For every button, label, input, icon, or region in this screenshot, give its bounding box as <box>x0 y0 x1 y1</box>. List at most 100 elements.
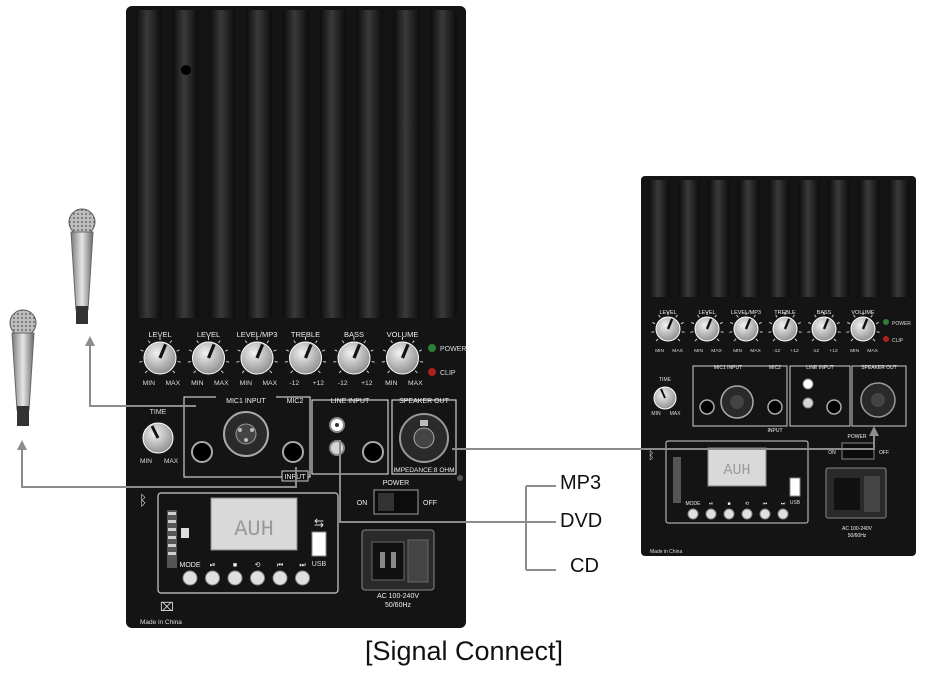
clip-led-label-small: CLIP <box>892 338 904 344</box>
line-input-jack[interactable] <box>362 441 384 463</box>
speaker-out-label-small: SPEAKER OUT <box>861 365 897 371</box>
player-button[interactable] <box>705 508 717 520</box>
player-button-label: ■ <box>727 501 730 507</box>
speaker-out-label: SPEAKER OUT <box>399 398 450 405</box>
cable-mic2 <box>21 446 297 488</box>
knob[interactable] <box>333 337 375 375</box>
player-buttons: MODE⏯■⟲⏮⏭ <box>180 562 310 586</box>
player-button[interactable] <box>205 570 220 586</box>
quarter-inch-jack-mic1[interactable] <box>191 441 213 463</box>
off-label-small: OFF <box>879 450 889 456</box>
heatsink-fin <box>648 180 670 297</box>
mic2-label-small: MIC2 <box>769 365 781 371</box>
knob[interactable] <box>846 312 880 342</box>
arrow-head <box>85 336 95 346</box>
usb-port[interactable] <box>311 531 327 557</box>
knob-scale-max: MAX <box>408 380 423 387</box>
knob-scale-max: +12 <box>790 348 799 354</box>
player-button-label: ⏮ <box>277 562 283 569</box>
quarter-inch-jack-mic2[interactable] <box>282 441 304 463</box>
clip-led-small <box>883 336 889 342</box>
player-button[interactable] <box>687 508 699 520</box>
usb-label: USB <box>312 561 327 568</box>
heatsink-fin <box>678 180 700 297</box>
heatsink-fin <box>888 180 910 297</box>
knob-label: TREBLE <box>774 310 796 316</box>
source-dvd: DVD <box>560 510 603 532</box>
player-button[interactable] <box>295 570 310 586</box>
knob-label: LEVEL <box>659 310 676 316</box>
knob-scale-min: MIN <box>850 348 859 354</box>
knob[interactable] <box>729 312 763 342</box>
player-button-label: ⏭ <box>299 562 306 569</box>
player-button[interactable] <box>227 570 243 586</box>
heatsink-fin <box>209 10 236 318</box>
player-button[interactable] <box>759 508 771 520</box>
media-player-module <box>157 492 339 594</box>
knob[interactable] <box>768 312 802 342</box>
knob[interactable] <box>187 337 230 375</box>
player-button-label: MODE <box>686 501 702 507</box>
line-jack-small[interactable] <box>826 399 842 415</box>
arrow-head <box>869 426 879 436</box>
sd-card-icon <box>181 528 189 538</box>
rca-jack-red[interactable] <box>329 440 345 456</box>
knob-label: BASS <box>817 310 832 316</box>
player-button[interactable] <box>182 570 198 586</box>
arrow-head <box>17 440 27 450</box>
heatsink-fin <box>430 10 457 318</box>
knob[interactable] <box>651 312 685 342</box>
player-button-label: ⏯ <box>709 501 713 507</box>
player-button-label: ⏭ <box>781 501 786 507</box>
player-button[interactable] <box>723 508 735 520</box>
power-switch-small[interactable] <box>841 442 875 460</box>
time-knob[interactable] <box>142 422 174 454</box>
power-led <box>428 344 436 352</box>
lcd-text: AUH <box>234 517 274 542</box>
knob[interactable] <box>284 337 327 375</box>
player-button-label: ⟲ <box>745 501 750 507</box>
mic2-label: MIC2 <box>287 398 304 405</box>
rca-red-small[interactable] <box>802 397 814 409</box>
player-button[interactable] <box>741 508 753 520</box>
knob[interactable] <box>236 337 278 375</box>
source-mp3: MP3 <box>560 472 602 494</box>
player-button[interactable] <box>777 508 789 520</box>
bluetooth-icon: ᛒ <box>139 492 147 508</box>
knob-scale-max: MAX <box>214 380 229 387</box>
power-led-label: POWER <box>440 346 466 353</box>
player-button[interactable] <box>250 570 265 586</box>
ac-label-1-small: AC 100-240V <box>842 526 873 532</box>
knob[interactable] <box>139 337 181 375</box>
signal-cables <box>21 342 875 571</box>
time-label-small: TIME <box>659 377 672 383</box>
source-cd: CD <box>570 555 599 577</box>
knob-scale-min: MIN <box>655 348 664 354</box>
mic1-input-label: MIC1 INPUT <box>226 398 266 405</box>
usb-port-small[interactable] <box>789 477 801 497</box>
microphone-icon <box>68 208 96 324</box>
jack-mic1-small[interactable] <box>699 399 715 415</box>
knob-label: LEVEL <box>148 330 171 339</box>
knob-label: LEVEL <box>197 330 220 339</box>
heatsink-fin <box>858 180 880 297</box>
heatsink-fins-small <box>648 180 910 297</box>
knob[interactable] <box>690 312 724 342</box>
knob-scale-min: -12 <box>773 348 780 354</box>
time-knob-small[interactable] <box>653 386 677 410</box>
rca-white-small[interactable] <box>802 378 814 390</box>
jack-mic2-small[interactable] <box>767 399 783 415</box>
line-input-label-small: LINE INPUT <box>806 365 834 371</box>
knob[interactable] <box>807 312 841 342</box>
knob[interactable] <box>381 337 424 375</box>
knob-scale-min: MIN <box>240 380 252 387</box>
knob-label: BASS <box>344 330 364 339</box>
power-led-small <box>883 319 889 325</box>
player-button[interactable] <box>272 570 288 586</box>
power-off-label: OFF <box>423 500 437 507</box>
player-button-label: ⏮ <box>763 501 768 507</box>
speaker-out-box <box>391 399 457 475</box>
